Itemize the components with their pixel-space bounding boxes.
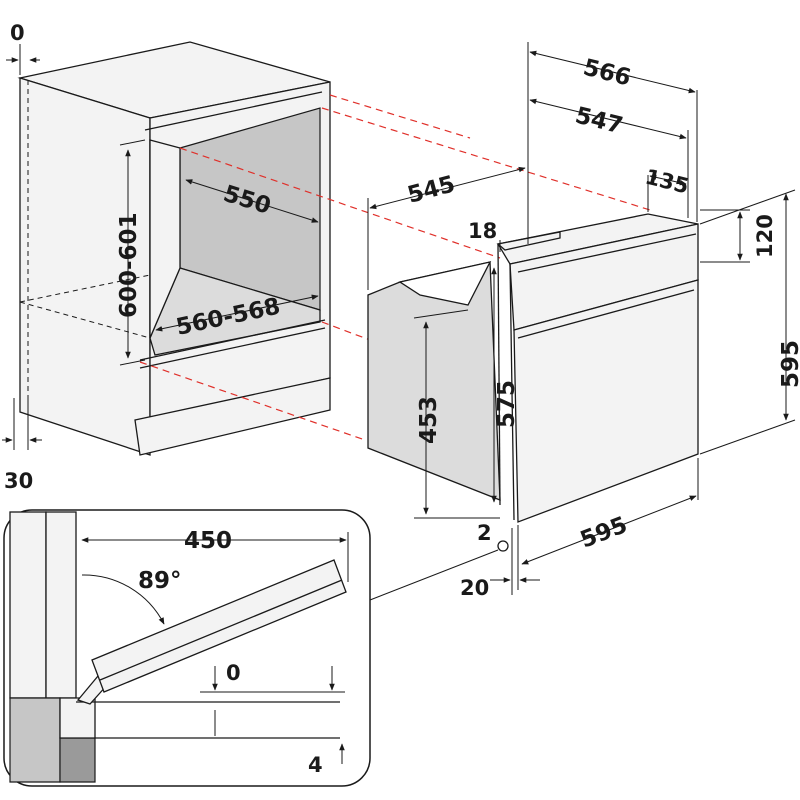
dim-side-depth: 545: [405, 171, 458, 209]
dim-top-step: 18: [468, 219, 497, 243]
detail-leader-line: [369, 549, 499, 601]
oven-side-notch: [398, 261, 492, 306]
dim-gap-top: 0: [226, 661, 241, 685]
dim-oven-width: 595: [577, 512, 631, 553]
detail-callout-marker: [497, 540, 509, 552]
cabinet-plinth: [134, 377, 331, 456]
cabinet: [17, 41, 331, 456]
cabinet-side: [19, 77, 151, 456]
dim-body-height: 575: [494, 380, 520, 428]
dim-door-depth: 450: [184, 528, 232, 554]
dim-bottom-gap: 2: [477, 521, 492, 545]
angle-arc: [81, 574, 165, 625]
door-detail-inset: 450 89° 0 4: [3, 509, 371, 787]
projection-lines: [139, 94, 651, 441]
dim-niche-height: 600-601: [116, 212, 142, 318]
detail-base: [9, 697, 61, 783]
dim-top-offset: 0: [10, 21, 25, 45]
dim-door-angle: 89°: [138, 568, 182, 594]
oven-door: [513, 279, 699, 523]
dim-oven-depth-body: 547: [573, 103, 626, 140]
dim-front-offset: 20: [460, 576, 489, 600]
dim-inner-height: 453: [416, 396, 442, 444]
dim-panel-depth: 135: [643, 165, 691, 199]
dim-panel-height: 120: [753, 214, 777, 258]
dim-oven-height: 595: [778, 340, 800, 388]
detail-door: [91, 559, 347, 693]
oven: [367, 213, 699, 523]
dim-side-offset: 30: [4, 469, 33, 493]
dim-gap-bottom: 4: [308, 753, 323, 777]
dim-oven-depth-total: 566: [581, 55, 634, 92]
niche-left-wall: [149, 139, 181, 339]
